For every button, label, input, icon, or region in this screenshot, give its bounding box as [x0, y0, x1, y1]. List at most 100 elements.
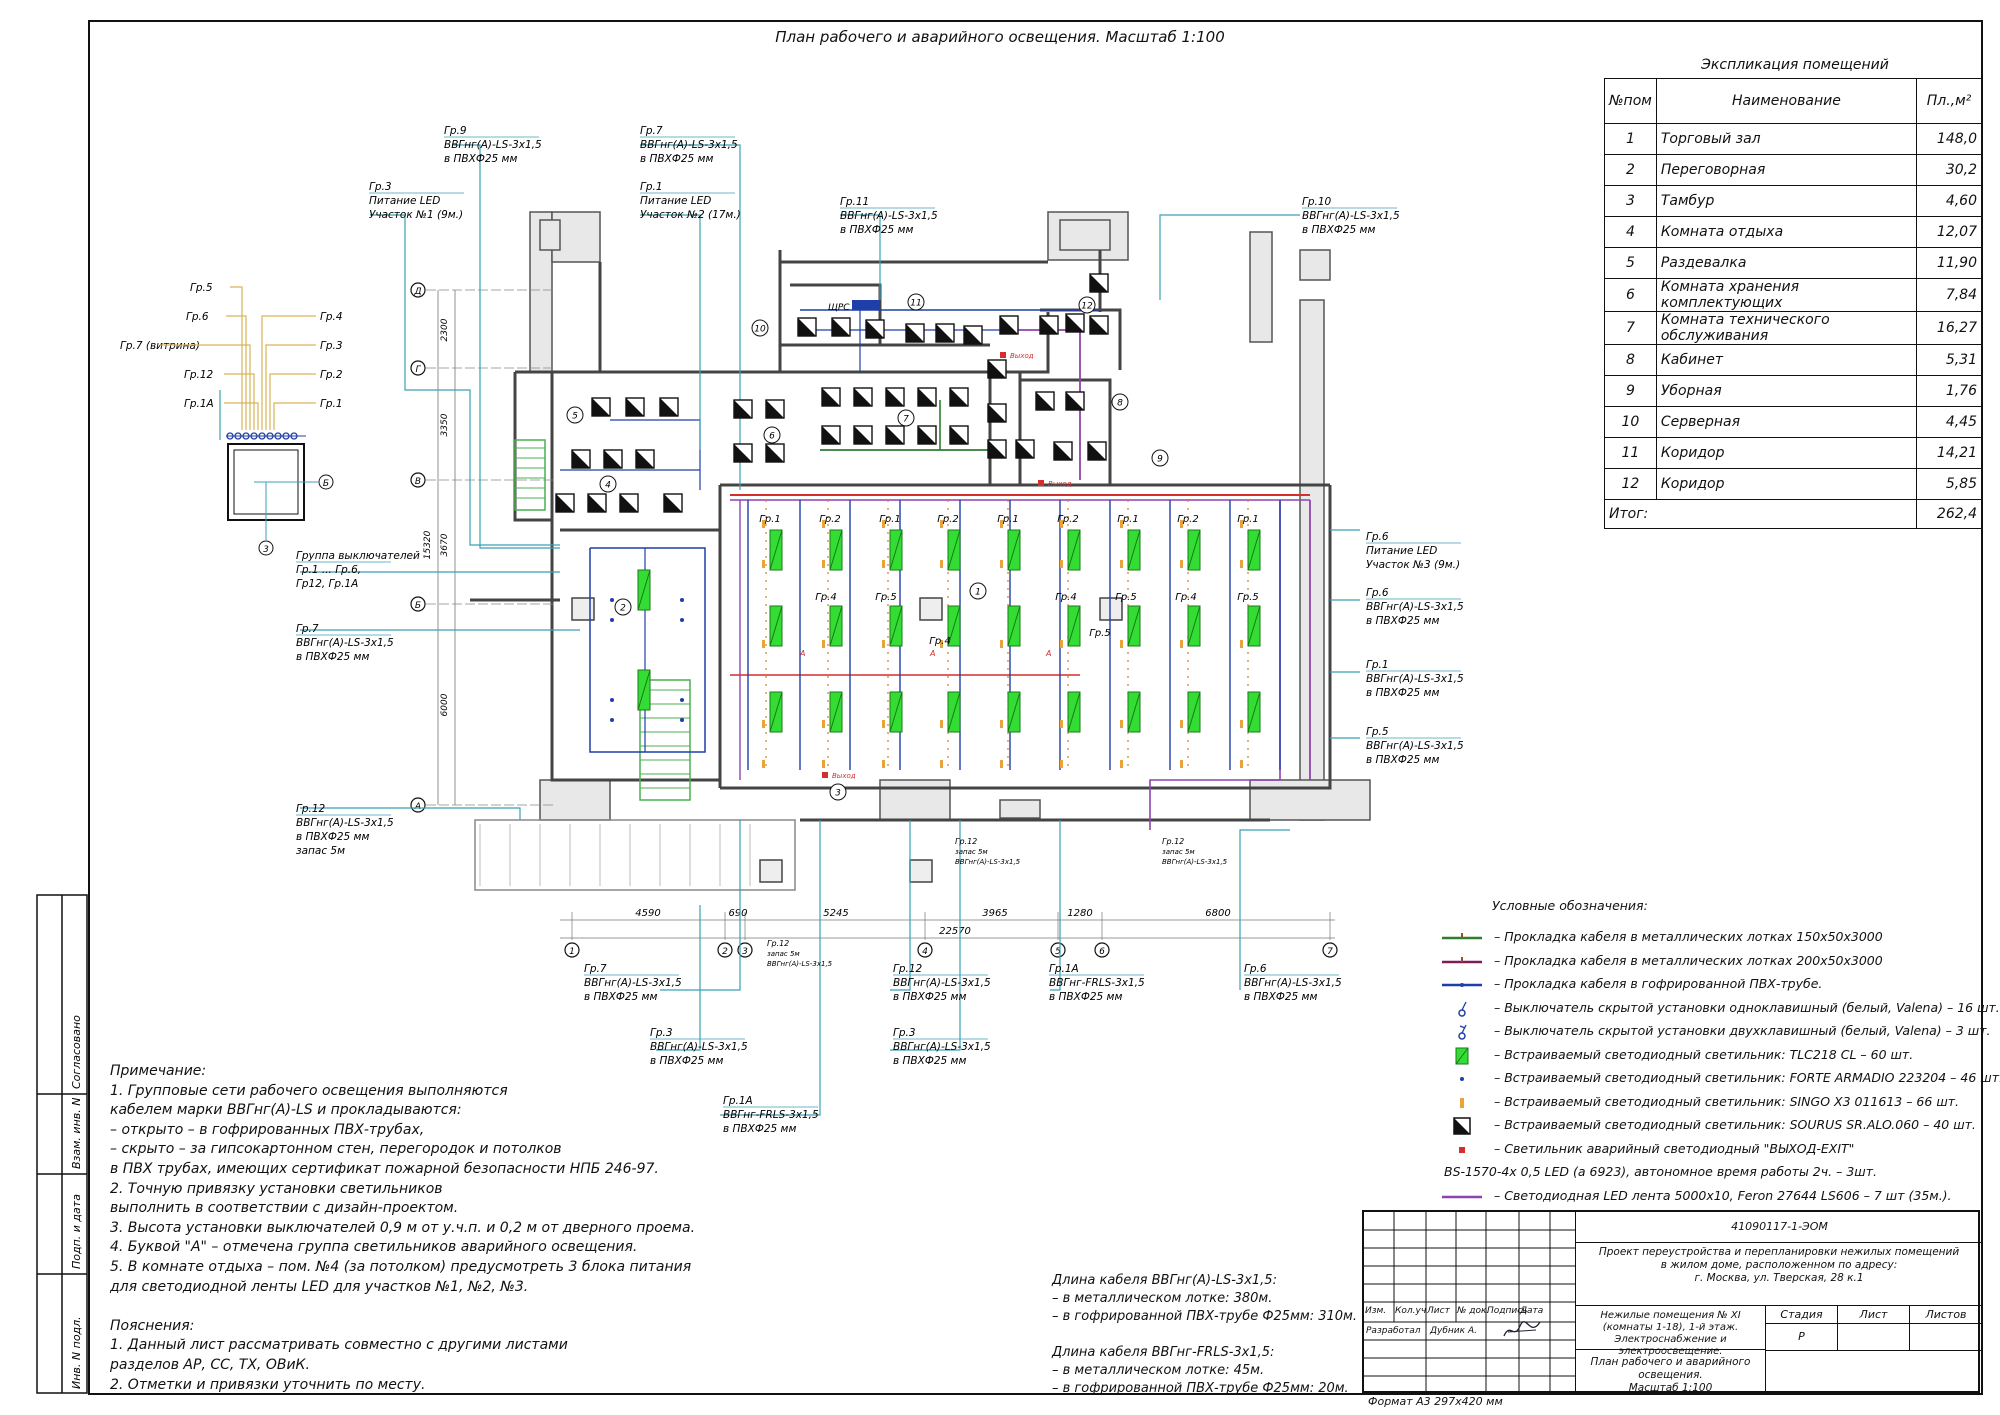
project-name: Проект переустройства и перепланировки н…: [1575, 1242, 1982, 1306]
callout-line2: в ПВХФ25 мм: [1366, 615, 1439, 627]
note-line: [110, 1297, 750, 1317]
shrs-panel: [852, 300, 880, 310]
axis-bubble: [318, 474, 334, 490]
total-label: Итог:: [1604, 499, 1917, 529]
legend-item: – Прокладка кабеля в металлических лотка…: [1440, 927, 1980, 951]
singo-fixture: [1240, 720, 1243, 728]
callout-line2: в ПВХФ25 мм: [444, 153, 517, 165]
small-callout-line1: запас 5м: [955, 848, 988, 856]
callout-line1: ВВГнг(А)-LS-3х1,5: [1366, 740, 1464, 752]
project-line: в жилом доме, расположенном по адресу:: [1660, 1259, 1898, 1271]
zone-group-label: Гр.1: [759, 514, 780, 525]
callout-group: Гр.7: [584, 963, 607, 975]
legend-symbol-icon: [1460, 1097, 1464, 1108]
tlc-fixture: [1187, 691, 1201, 733]
cable-line: [1159, 214, 1300, 300]
note-line: – скрыто – за гипсокартонном стен, перег…: [110, 1141, 562, 1158]
sourus-fixture: [949, 425, 969, 445]
singo-fixture: [1060, 720, 1063, 728]
dimension-text: 6000: [440, 693, 450, 716]
singo-fixture: [1240, 520, 1243, 528]
tlc-fixture: [889, 605, 903, 647]
callout-line2: в ПВХФ25 мм: [296, 651, 369, 663]
note-line: 3. Высота установки выключателей 0,9 м о…: [110, 1219, 696, 1236]
room-tag-number: 6: [769, 432, 775, 442]
axis-bubble: [410, 596, 426, 612]
legend-item: – Выключатель скрытой установки одноклав…: [1440, 998, 2000, 1022]
axis-bubble: [410, 472, 426, 488]
inner-group-label: Гр.4: [815, 592, 836, 603]
sourus-fixture: [1065, 313, 1085, 333]
room-area: 5,31: [1916, 344, 1982, 376]
room-tag-number: 3: [835, 789, 841, 799]
legend-item: – Встраиваемый светодиодный светильник: …: [1440, 1068, 2000, 1092]
cable-line: [840, 214, 881, 300]
sourus-fixture: [571, 449, 591, 469]
note-line: 5. В комнате отдыха – пом. №4 (за потолк…: [110, 1258, 692, 1275]
note-line: Примечание:: [110, 1063, 207, 1079]
singo-fixture: [1000, 720, 1003, 728]
room-tag: [969, 582, 987, 600]
callout-line2: Участок №2 (17м.): [640, 209, 741, 221]
cable-line: [370, 214, 560, 546]
side-label-sign-date: Подп. и дата: [70, 1194, 83, 1269]
singo-fixture: [1000, 760, 1003, 768]
singo-fixture: [1060, 640, 1063, 648]
inner-group-label: Гр.5: [1089, 628, 1110, 639]
singo-fixture: [1180, 720, 1183, 728]
callout-line1: ВВГнг(А)-LS-3х1,5: [840, 210, 938, 222]
legend-heading: Условные обозначения:: [1492, 898, 1648, 913]
tlc-fixture: [1247, 529, 1261, 571]
sourus-fixture: [853, 387, 873, 407]
tlc-fixture: [1127, 605, 1141, 647]
exit-label: Выход: [1048, 480, 1072, 488]
tlc-fixture: [947, 691, 961, 733]
cable-length-line: – в металлическом лотке: 45м.: [1052, 1363, 1265, 1378]
panel-group-label: Гр.6: [186, 311, 209, 323]
dimension-text: 2300: [440, 318, 450, 341]
small-callout-line2: ВВГнг(А)-LS-3х1,5: [1162, 858, 1228, 866]
singo-fixture: [1120, 640, 1123, 648]
legend-text: – Встраиваемый светодиодный светильник: …: [1494, 1046, 1914, 1062]
callout-line1: ВВГнг(А)-LS-3х1,5: [1366, 673, 1464, 685]
shrs-label: ЩРС: [828, 303, 850, 313]
singo-fixture: [940, 720, 943, 728]
singo-fixture: [1180, 640, 1183, 648]
legend-text: – Выключатель скрытой установки двухклав…: [1494, 1023, 1991, 1038]
wall-block: [1249, 231, 1273, 343]
dimension-text: 6800: [1205, 908, 1230, 919]
legend-item: – Встраиваемый светодиодный светильник: …: [1440, 1115, 1980, 1139]
notes-block: Примечание:1. Групповые сети рабочего ос…: [110, 1062, 750, 1395]
cable-length-line: [1052, 1326, 1382, 1344]
cable-line: [610, 419, 701, 490]
callout-group: Гр.9: [444, 125, 467, 137]
singo-fixture: [1000, 520, 1003, 528]
room-number: 10: [1604, 406, 1657, 438]
callout-line1: ВВГнг(А)-LS-3х1,5: [1244, 977, 1342, 989]
singo-fixture: [1060, 520, 1063, 528]
axis-bubble: [564, 942, 580, 958]
sheet-name-line: План рабочего и аварийного освещения.: [1590, 1356, 1751, 1381]
room-area: 12,07: [1916, 216, 1982, 248]
sourus-fixture: [733, 443, 753, 463]
title-block-grid: [1364, 1212, 1575, 1393]
sourus-fixture: [949, 387, 969, 407]
sourus-fixture: [797, 317, 817, 337]
singo-fixture: [1120, 560, 1123, 568]
tlc-fixture: [1067, 605, 1081, 647]
wall-block: [879, 779, 951, 821]
sourus-fixture: [935, 323, 955, 343]
small-callout-line1: запас 5м: [1162, 848, 1195, 856]
callout-line1: ВВГнг-FRLS-3х1,5: [1049, 977, 1145, 989]
room-area: 30,2: [1916, 154, 1982, 186]
